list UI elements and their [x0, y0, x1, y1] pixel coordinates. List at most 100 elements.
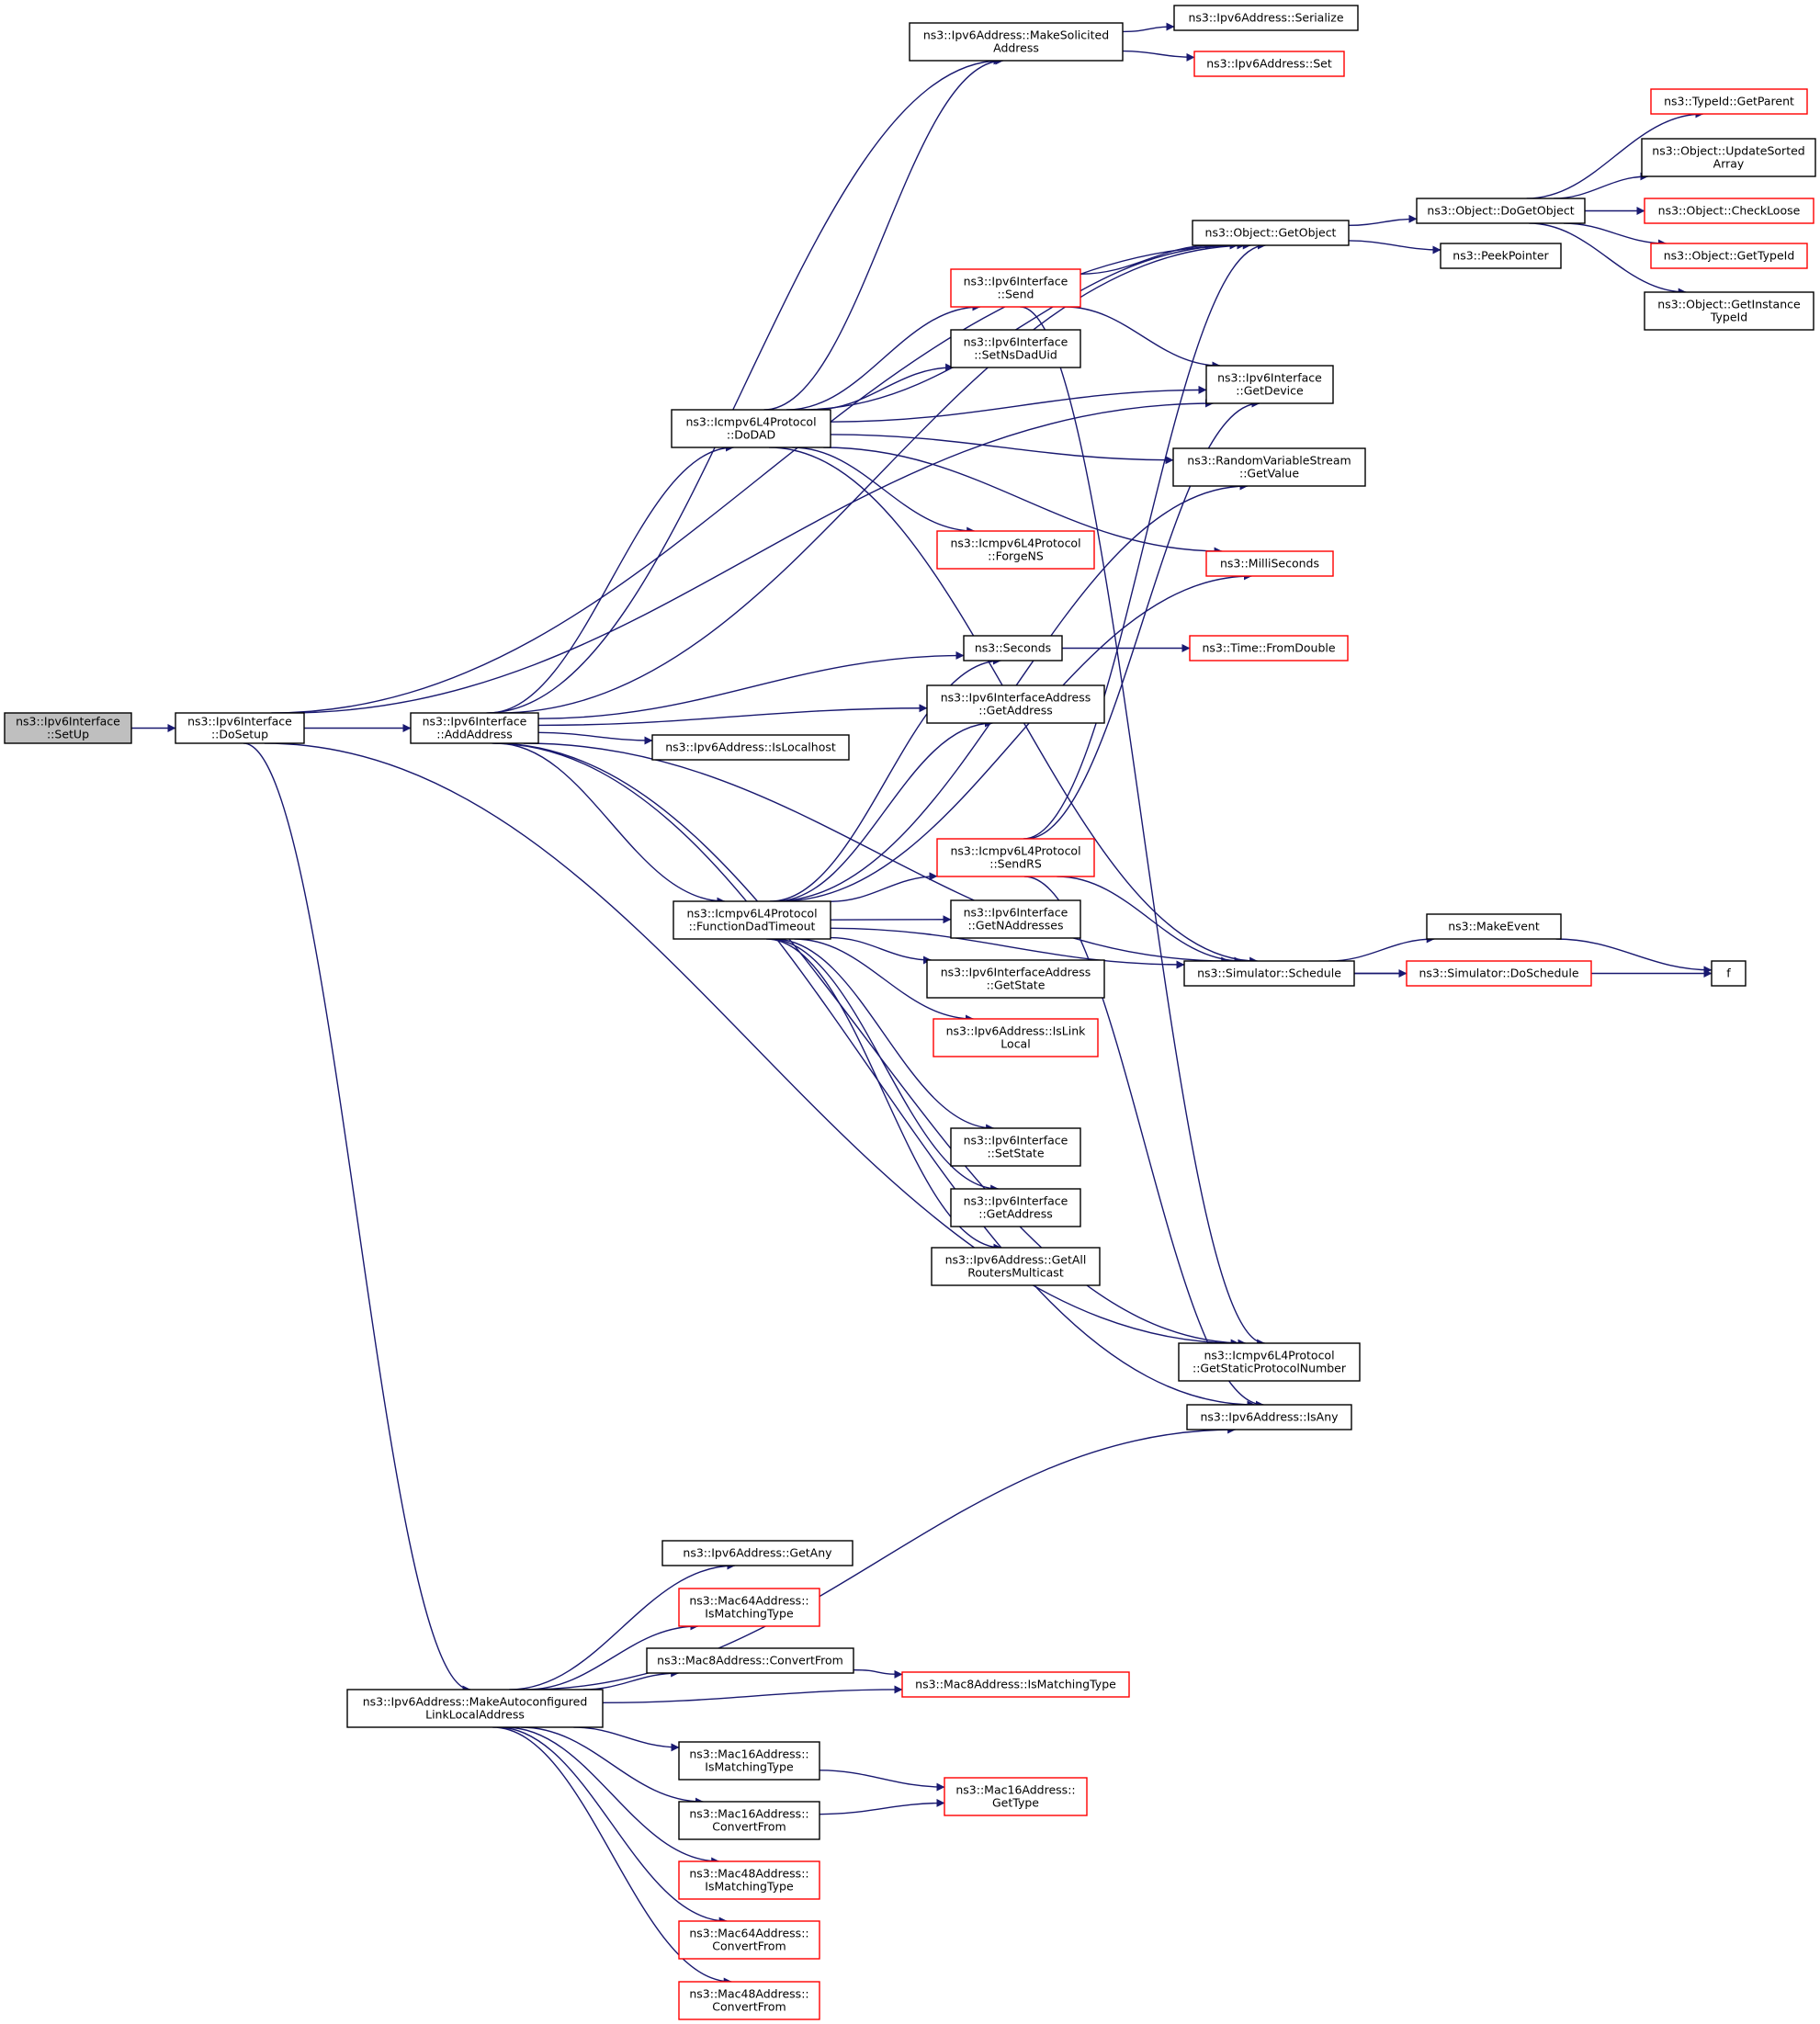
graph-node[interactable]: ns3::Ipv6Interface::GetDevice [1205, 365, 1334, 404]
node-box[interactable] [678, 1981, 820, 2020]
graph-node[interactable]: ns3::Mac8Address::IsMatchingType [901, 1671, 1130, 1698]
graph-node[interactable]: ns3::Ipv6Address::GetAny [661, 1540, 853, 1566]
graph-node[interactable]: ns3::Mac8Address::ConvertFrom [646, 1647, 854, 1674]
node-box[interactable] [1711, 960, 1747, 987]
graph-node[interactable]: ns3::Object::DoGetObject [1416, 198, 1586, 224]
node-box[interactable] [1205, 365, 1334, 404]
graph-node[interactable]: ns3::Mac16Address::GetType [944, 1777, 1088, 1816]
graph-node[interactable]: ns3::Ipv6Interface::DoSetup [175, 712, 305, 744]
graph-node[interactable]: ns3::Ipv6Address::Serialize [1173, 5, 1359, 31]
node-box[interactable] [963, 635, 1063, 661]
graph-node[interactable]: ns3::Ipv6InterfaceAddress::GetAddress [926, 684, 1105, 724]
node-box[interactable] [175, 712, 305, 744]
node-box[interactable] [931, 1247, 1101, 1286]
graph-node[interactable]: ns3::Ipv6InterfaceAddress::GetState [926, 959, 1105, 999]
graph-node[interactable]: ns3::MakeEvent [1426, 913, 1562, 940]
node-box[interactable] [678, 1860, 820, 1900]
graph-node[interactable]: ns3::Time::FromDouble [1189, 635, 1349, 661]
graph-node[interactable]: ns3::Ipv6Address::MakeAutoconfiguredLink… [346, 1689, 604, 1728]
node-box[interactable] [936, 838, 1095, 877]
graph-node[interactable]: ns3::Mac48Address::IsMatchingType [678, 1860, 820, 1900]
node-box[interactable] [926, 684, 1105, 724]
node-box[interactable] [1193, 51, 1345, 77]
node-box[interactable] [4, 712, 132, 744]
graph-node[interactable]: ns3::TypeId::GetParent [1650, 88, 1808, 115]
node-box[interactable] [926, 959, 1105, 999]
node-box[interactable] [651, 734, 850, 761]
node-box[interactable] [1641, 138, 1816, 177]
node-box[interactable] [950, 899, 1081, 939]
node-box[interactable] [1186, 1404, 1352, 1430]
node-box[interactable] [1192, 220, 1350, 246]
graph-node[interactable]: ns3::Icmpv6L4Protocol::FunctionDadTimeou… [673, 900, 831, 940]
graph-node[interactable]: ns3::Mac64Address::IsMatchingType [678, 1588, 820, 1627]
node-box[interactable] [410, 712, 539, 744]
graph-node[interactable]: ns3::Ipv6Interface::AddAddress [410, 712, 539, 744]
graph-node[interactable]: ns3::Ipv6Interface::GetAddress [950, 1188, 1081, 1227]
graph-node[interactable]: ns3::Ipv6Address::Set [1193, 51, 1345, 77]
node-box[interactable] [1173, 5, 1359, 31]
node-box[interactable] [1406, 960, 1592, 987]
graph-node[interactable]: ns3::Ipv6Address::IsAny [1186, 1404, 1352, 1430]
graph-node[interactable]: ns3::Mac64Address::ConvertFrom [678, 1920, 820, 1960]
node-box[interactable] [901, 1671, 1130, 1698]
node-box[interactable] [646, 1647, 854, 1674]
graph-node[interactable]: ns3::Ipv6Interface::SetState [950, 1127, 1081, 1167]
graph-node[interactable]: ns3::Object::CheckLoose [1644, 198, 1814, 224]
graph-node[interactable]: ns3::Ipv6Interface::Send [950, 268, 1081, 308]
node-box[interactable] [1172, 447, 1366, 487]
graph-node[interactable]: ns3::Simulator::DoSchedule [1406, 960, 1592, 987]
graph-node[interactable]: ns3::Icmpv6L4Protocol::SendRS [936, 838, 1095, 877]
node-box[interactable] [909, 22, 1124, 62]
graph-node[interactable]: f [1711, 960, 1747, 987]
graph-node[interactable]: ns3::Mac48Address::ConvertFrom [678, 1981, 820, 2020]
node-box[interactable] [1650, 243, 1808, 269]
node-box[interactable] [671, 409, 831, 448]
node-box[interactable] [678, 1741, 820, 1781]
node-box[interactable] [1644, 291, 1814, 331]
node-box[interactable] [950, 329, 1081, 368]
graph-node[interactable]: ns3::Ipv6Address::IsLocalhost [651, 734, 850, 761]
node-box[interactable] [678, 1801, 820, 1840]
graph-node[interactable]: ns3::Simulator::Schedule [1183, 960, 1355, 987]
node-box[interactable] [1416, 198, 1586, 224]
graph-node[interactable]: ns3::Object::GetObject [1192, 220, 1350, 246]
node-box[interactable] [1440, 243, 1562, 269]
node-box[interactable] [678, 1920, 820, 1960]
graph-node[interactable]: ns3::Ipv6Interface::SetNsDadUid [950, 329, 1081, 368]
graph-node[interactable]: ns3::Ipv6Interface::SetUp [4, 712, 132, 744]
node-box[interactable] [933, 1018, 1099, 1057]
node-box[interactable] [950, 268, 1081, 308]
node-box[interactable] [944, 1777, 1088, 1816]
node-box[interactable] [673, 900, 831, 940]
node-box[interactable] [950, 1188, 1081, 1227]
graph-node[interactable]: ns3::RandomVariableStream::GetValue [1172, 447, 1366, 487]
graph-node[interactable]: ns3::Ipv6Interface::GetNAddresses [950, 899, 1081, 939]
graph-node[interactable]: ns3::MilliSeconds [1205, 550, 1334, 577]
node-box[interactable] [346, 1689, 604, 1728]
node-box[interactable] [1205, 550, 1334, 577]
graph-node[interactable]: ns3::PeekPointer [1440, 243, 1562, 269]
graph-node[interactable]: ns3::Icmpv6L4Protocol::GetStaticProtocol… [1178, 1342, 1361, 1382]
node-box[interactable] [950, 1127, 1081, 1167]
graph-node[interactable]: ns3::Icmpv6L4Protocol::DoDAD [671, 409, 831, 448]
node-box[interactable] [1644, 198, 1814, 224]
node-box[interactable] [1189, 635, 1349, 661]
node-box[interactable] [936, 530, 1095, 570]
node-box[interactable] [1183, 960, 1355, 987]
node-box[interactable] [1178, 1342, 1361, 1382]
graph-node[interactable]: ns3::Icmpv6L4Protocol::ForgeNS [936, 530, 1095, 570]
graph-node[interactable]: ns3::Seconds [963, 635, 1063, 661]
node-box[interactable] [1650, 88, 1808, 115]
node-box[interactable] [1426, 913, 1562, 940]
node-box[interactable] [661, 1540, 853, 1566]
graph-node[interactable]: ns3::Mac16Address::ConvertFrom [678, 1801, 820, 1840]
graph-node[interactable]: ns3::Mac16Address::IsMatchingType [678, 1741, 820, 1781]
node-box[interactable] [678, 1588, 820, 1627]
graph-node[interactable]: ns3::Object::GetTypeId [1650, 243, 1808, 269]
